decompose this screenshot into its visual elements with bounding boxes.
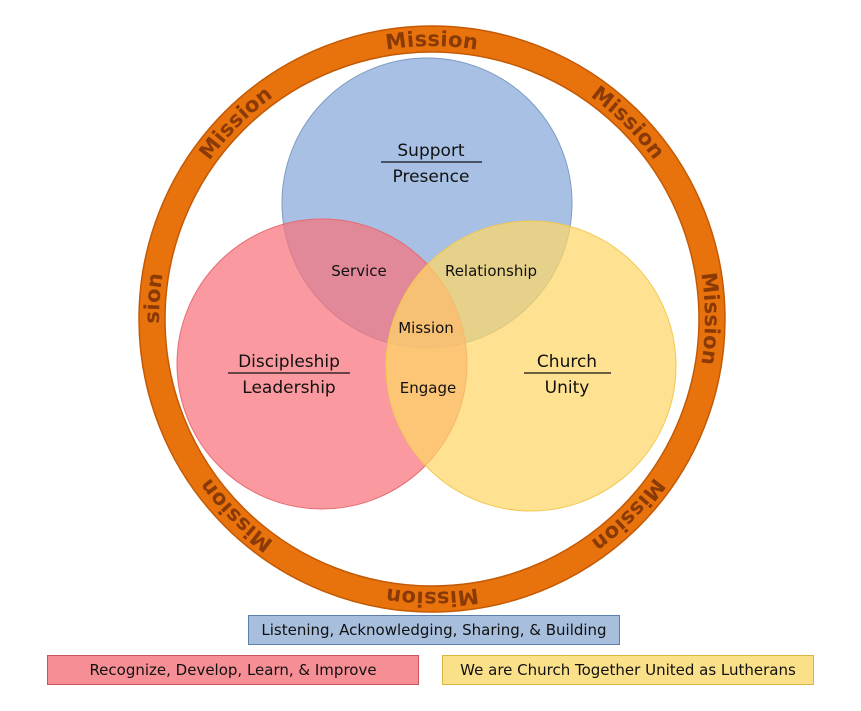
legend-discipleship-leadership-text: Recognize, Develop, Learn, & Improve xyxy=(89,661,377,679)
svg-text:Mission: Mission xyxy=(696,271,724,367)
ring-word-top: Mission xyxy=(384,583,480,611)
legend-support-presence-text: Listening, Acknowledging, Sharing, & Bui… xyxy=(261,621,607,639)
ring-word-lower-right: Mission xyxy=(194,81,276,164)
mission-ring-inner-edge xyxy=(164,51,700,587)
label-support: Support xyxy=(397,141,465,161)
svg-text:Mission: Mission xyxy=(384,27,480,55)
mission-ring-outer-edge xyxy=(138,25,726,613)
label-leadership: Leadership xyxy=(242,378,335,398)
label-church: Church xyxy=(537,352,597,372)
circle-church-unity xyxy=(385,220,677,512)
ring-word-left: Mission xyxy=(696,271,723,367)
overlap-engage: Engage xyxy=(400,379,456,397)
label-unity: Unity xyxy=(545,378,590,398)
svg-text:Mission: Mission xyxy=(384,583,480,611)
overlap-relationship: Relationship xyxy=(445,262,537,280)
mission-ring xyxy=(139,26,725,612)
overlap-mission: Mission xyxy=(398,319,454,337)
ring-word-lower-left: Mission xyxy=(587,81,669,164)
label-presence: Presence xyxy=(393,167,470,187)
svg-text:Mission: Mission xyxy=(194,81,277,164)
label-discipleship: Discipleship xyxy=(238,352,340,372)
ring-word-bottom: Mission xyxy=(384,27,480,55)
legend-church-unity: We are Church Together United as Luthera… xyxy=(442,655,814,685)
svg-text:Mission: Mission xyxy=(587,81,670,164)
legend-church-unity-text: We are Church Together United as Luthera… xyxy=(460,661,796,679)
legend-support-presence: Listening, Acknowledging, Sharing, & Bui… xyxy=(248,615,620,645)
overlap-service: Service xyxy=(331,262,386,280)
legend-discipleship-leadership: Recognize, Develop, Learn, & Improve xyxy=(47,655,419,685)
